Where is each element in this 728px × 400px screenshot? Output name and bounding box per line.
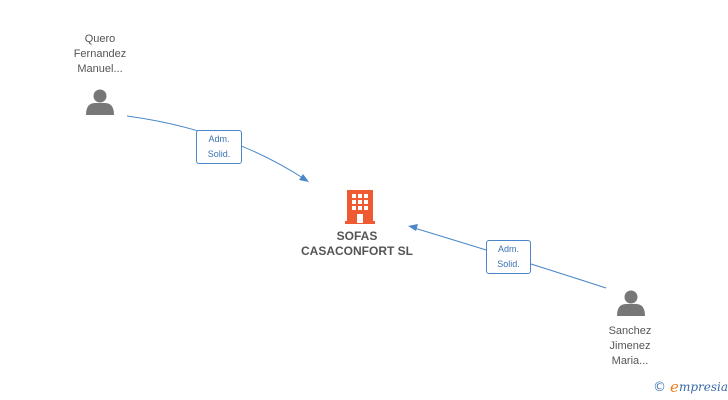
brand-watermark: © e mpresia	[653, 378, 728, 396]
brand-name: mpresia	[678, 380, 728, 394]
person-name-line: Maria...	[611, 355, 649, 367]
edge-arrowhead-1	[299, 174, 309, 182]
person-node-label[interactable]: Sanchez Jimenez Maria...	[570, 324, 690, 369]
edge-role-badge: Adm. Solid.	[486, 240, 531, 274]
edge-role-line: Adm.	[497, 244, 519, 254]
person-icon[interactable]	[617, 290, 645, 317]
person-name-line: Manuel...	[77, 63, 123, 75]
company-node-label[interactable]: SOFAS CASACONFORT SL	[277, 229, 437, 259]
edge-arrowhead-2	[408, 224, 418, 231]
building-icon[interactable]	[345, 190, 375, 224]
company-name-line: SOFAS	[336, 229, 378, 243]
person-icon[interactable]	[86, 89, 114, 116]
brand-logo-initial: e	[670, 378, 679, 396]
edge-role-line: Solid.	[207, 149, 231, 159]
person-node-label[interactable]: Quero Fernandez Manuel...	[40, 32, 160, 77]
company-name-line: CASACONFORT SL	[301, 244, 413, 258]
person-name-line: Jimenez	[609, 340, 651, 352]
edge-role-badge: Adm. Solid.	[196, 130, 242, 164]
edge-role-line: Adm.	[208, 134, 230, 144]
edge-role-line: Solid.	[497, 259, 520, 269]
person-name-line: Sanchez	[608, 325, 652, 337]
person-name-line: Quero	[84, 33, 116, 45]
copyright-icon: ©	[653, 379, 667, 395]
person-name-line: Fernandez	[73, 48, 127, 60]
